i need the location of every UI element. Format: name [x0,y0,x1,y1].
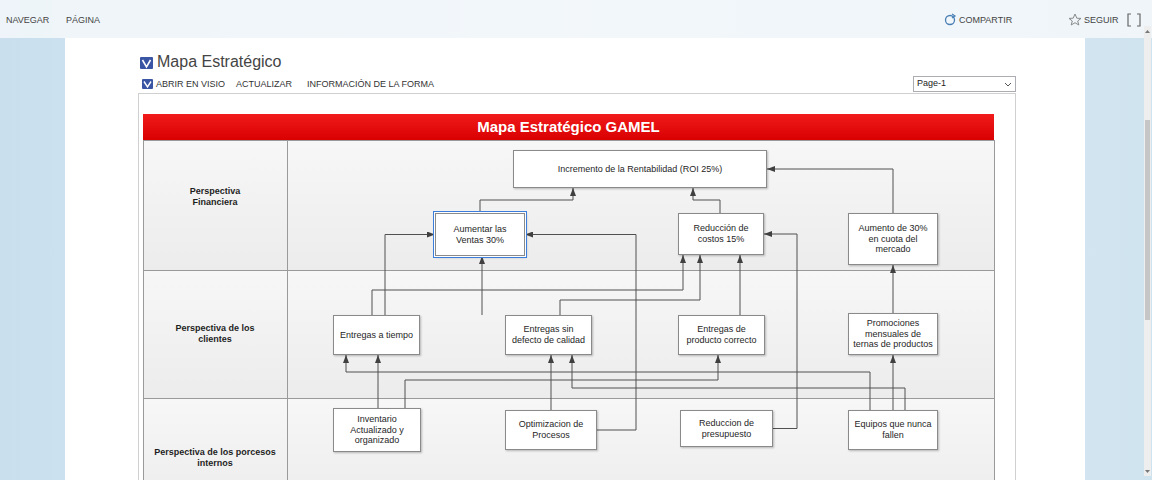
visio-small-icon-mark [144,82,151,88]
objective-box: Reduccion de presupuesto [680,410,773,447]
follow-star-icon [1069,14,1081,25]
objective-box: Equipos que nunca fallen [848,410,938,450]
node-text: Optimizacion de Procesos [510,419,592,441]
column-divider [287,140,288,480]
connector-arrow [893,265,894,313]
follow-button: SEGUIR [1084,15,1119,25]
node-text: Entregas a tiempo [340,330,413,341]
connector-arrow [405,355,718,408]
toolbar-button: ABRIR EN VISIO [156,79,225,89]
page-dropdown [914,77,1016,92]
perspective-band: Perspectiva Financiera [143,182,287,212]
connector-arrow [572,355,905,410]
objective-box: Entregas de producto correcto [678,315,765,355]
connector-arrow [767,169,893,213]
node-text: Inventario Actualizado y organizado [338,414,416,446]
share-button: COMPARTIR [959,15,1012,25]
connector-arrow [346,355,870,410]
dropdown-arrow [1005,83,1011,86]
objective-box: Incremento de la Rentabilidad (ROI 25%) [513,150,767,188]
objective-box: Entregas a tiempo [333,315,420,355]
share-icon-arrow [952,14,955,18]
visio-small-icon-square [142,79,153,89]
objective-box: Promociones mensuales de ternas de produ… [848,313,938,355]
connector-arrow [482,256,483,315]
node-text: Equipos que nunca fallen [853,419,933,441]
node-text: Reduccion de presupuesto [685,418,768,440]
visio-small-icon [142,79,153,89]
top-bar [0,0,1152,38]
scrollbar-down-arrow [1145,470,1150,473]
node-text: Reducción de costos 15% [683,223,759,245]
scrollbar-track [1144,26,1151,476]
connector-arrow [560,255,700,315]
toolbar-button: INFORMACIÓN DE LA FORMA [307,79,434,89]
perspective-band: Perspectiva de los porcesos internos [143,446,287,470]
node-text: Perspectiva Financiera [173,186,257,208]
node-text: Aumentar las Ventas 30% [440,224,520,246]
webpart-title: Mapa Estratégico [157,53,282,71]
share-icon [946,14,956,25]
connector-arrow [693,188,720,213]
node-text: Promociones mensuales de ternas de produ… [853,318,933,350]
internal-row [144,399,995,480]
nav-tab: NAVEGAR [6,15,49,25]
objective-box: Aumentar las Ventas 30% [435,213,525,256]
scrollbar-up-arrow [1145,30,1150,33]
connector-arrow [385,235,435,316]
visio-icon [140,57,153,69]
objective-box: Entregas sin defecto de calidad [505,315,592,355]
connector-arrow [378,355,379,408]
node-text: Entregas sin defecto de calidad [510,324,587,346]
objective-box: Optimizacion de Procesos [505,410,597,450]
visio-icon-square [140,57,153,69]
objective-box: Reducción de costos 15% [678,213,764,255]
nav-tab: PÁGINA [66,15,100,25]
connector-arrow [740,255,741,315]
node-text: Perspectiva de los porcesos internos [151,447,279,469]
connector-arrow [480,188,573,213]
connector-arrow [764,234,797,429]
toolbar-button: ACTUALIZAR [236,79,292,89]
financial-row [144,141,995,271]
title-bar: Mapa Estratégico GAMEL [143,114,994,140]
node-text: Incremento de la Rentabilidad (ROI 25%) [558,164,723,175]
page-select-value: Page-1 [917,78,946,88]
node-text: Perspectiva de los clientes [173,323,257,345]
node-text: Entregas de producto correcto [683,324,760,346]
visio-icon-mark [143,60,151,67]
connector-arrow [551,355,552,410]
node-text: Aumento de 30% en cuota del mercado [853,223,933,255]
focus-icon [1128,14,1140,26]
connector-arrow [893,355,894,410]
perspective-band: Perspectiva de los clientes [143,319,287,349]
scrollbar-thumb [1145,120,1150,320]
objective-box: Aumento de 30% en cuota del mercado [848,213,938,265]
objective-box: Inventario Actualizado y organizado [333,408,421,452]
